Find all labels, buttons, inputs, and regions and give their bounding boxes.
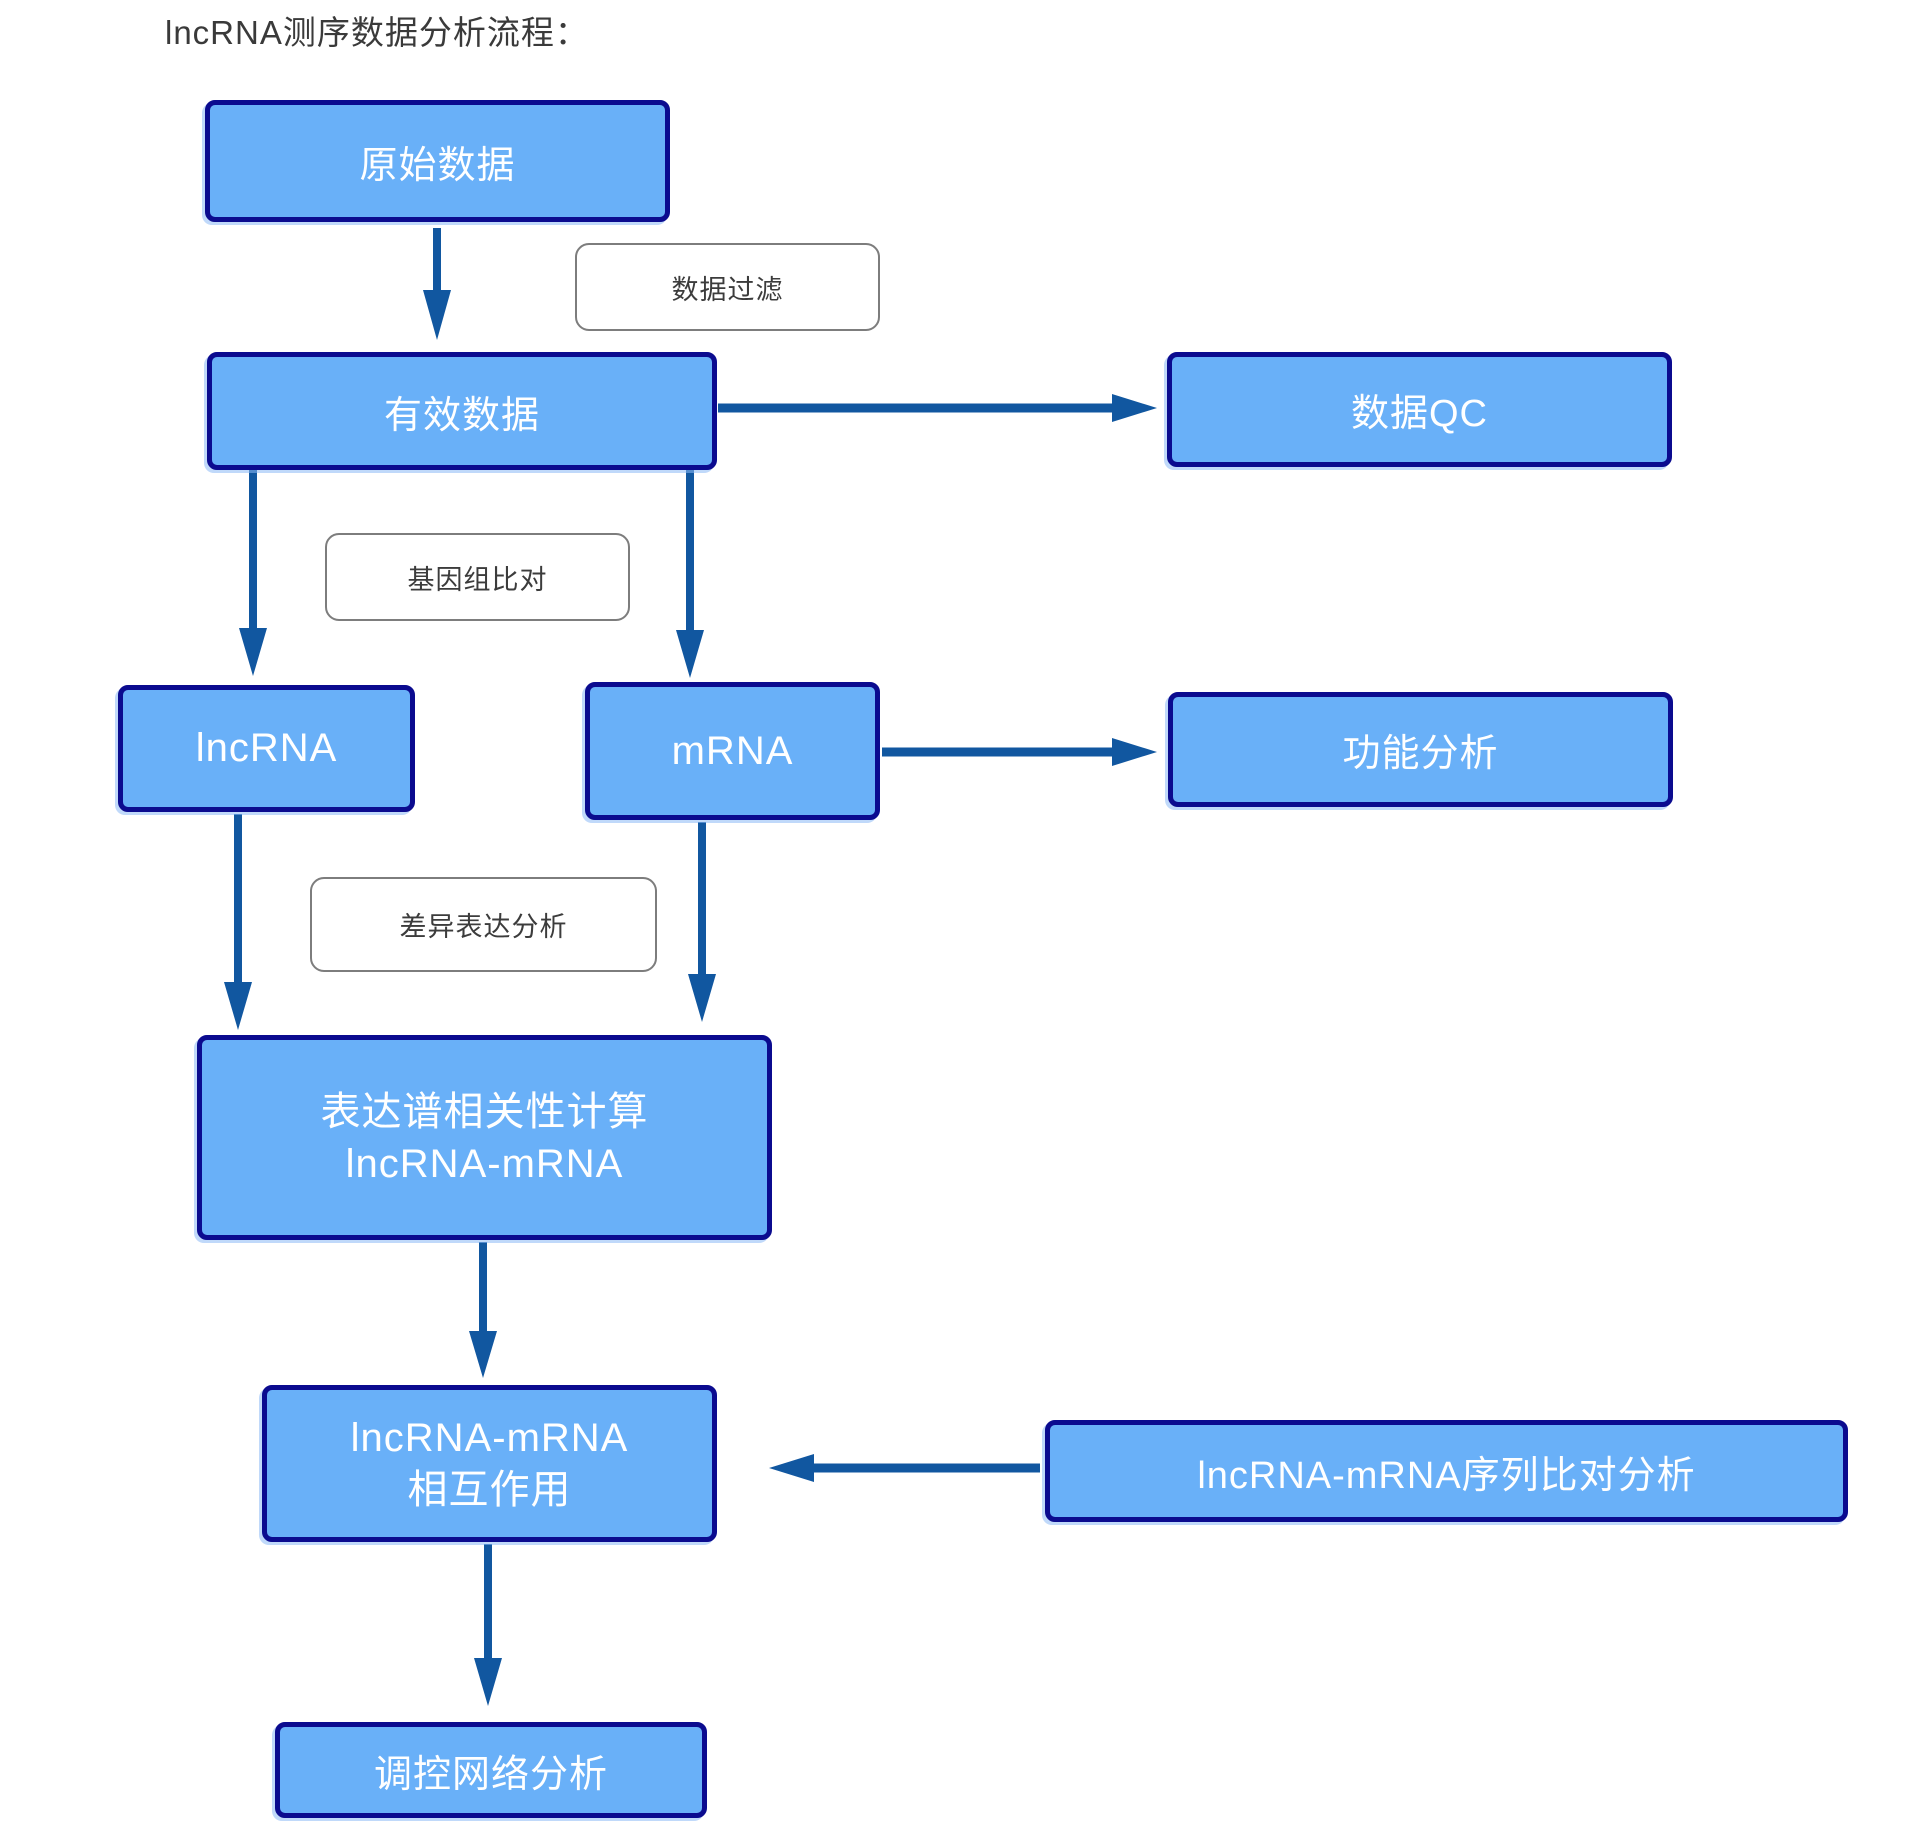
node-valid-data-label: 有效数据: [383, 394, 540, 437]
node-data-qc-label: 数据QC: [1350, 393, 1488, 435]
arrow-valid-to-mrna: [676, 470, 704, 678]
node-data-qc: 数据QC: [1167, 352, 1672, 467]
node-correlation-line1: 表达谱相关性计算: [320, 1089, 649, 1134]
arrow-mrna-to-functional: [882, 738, 1157, 766]
arrow-raw-to-valid: [423, 228, 451, 340]
edge-label-data-filter: 数据过滤: [575, 243, 880, 331]
arrow-alignment-to-interaction: [769, 1454, 1040, 1482]
arrow-interaction-to-network: [474, 1544, 502, 1706]
arrow-correlation-to-interaction: [469, 1242, 497, 1378]
edge-label-diff-expression: 差异表达分析: [310, 877, 657, 972]
node-functional-analysis-label: 功能分析: [1342, 733, 1499, 775]
arrow-valid-to-lncrna: [239, 470, 267, 676]
node-interaction: lncRNA-mRNA 相互作用: [262, 1385, 717, 1542]
node-network-label: 调控网络分析: [373, 1753, 608, 1796]
arrow-lncrna-to-correlation: [224, 814, 252, 1030]
node-correlation-line2: lncRNA-mRNA: [345, 1141, 624, 1186]
node-functional-analysis: 功能分析: [1168, 692, 1673, 807]
node-interaction-line1: lncRNA-mRNA: [350, 1415, 629, 1460]
arrow-mrna-to-correlation: [688, 822, 716, 1022]
arrow-valid-to-qc: [718, 394, 1157, 422]
node-lncrna-label: lncRNA: [195, 726, 338, 770]
node-mrna-label: mRNA: [671, 728, 794, 773]
node-mrna: mRNA: [585, 682, 880, 820]
node-sequence-alignment: lncRNA-mRNA序列比对分析: [1045, 1420, 1848, 1522]
node-network: 调控网络分析: [275, 1722, 707, 1818]
node-raw-data: 原始数据: [205, 100, 670, 222]
node-valid-data: 有效数据: [207, 352, 717, 470]
node-correlation: 表达谱相关性计算 lncRNA-mRNA: [197, 1035, 772, 1240]
page-title: lncRNA测序数据分析流程：: [165, 14, 589, 51]
edge-label-genome-alignment-text: 基因组比对: [407, 564, 548, 595]
node-lncrna: lncRNA: [118, 685, 415, 812]
edge-label-data-filter-text: 数据过滤: [671, 274, 784, 305]
node-interaction-line2: 相互作用: [407, 1467, 572, 1512]
node-sequence-alignment-label: lncRNA-mRNA序列比对分析: [1197, 1454, 1696, 1497]
edge-label-diff-expression-text: 差异表达分析: [399, 912, 568, 942]
edge-label-genome-alignment: 基因组比对: [325, 533, 630, 621]
node-raw-data-label: 原始数据: [359, 144, 516, 187]
